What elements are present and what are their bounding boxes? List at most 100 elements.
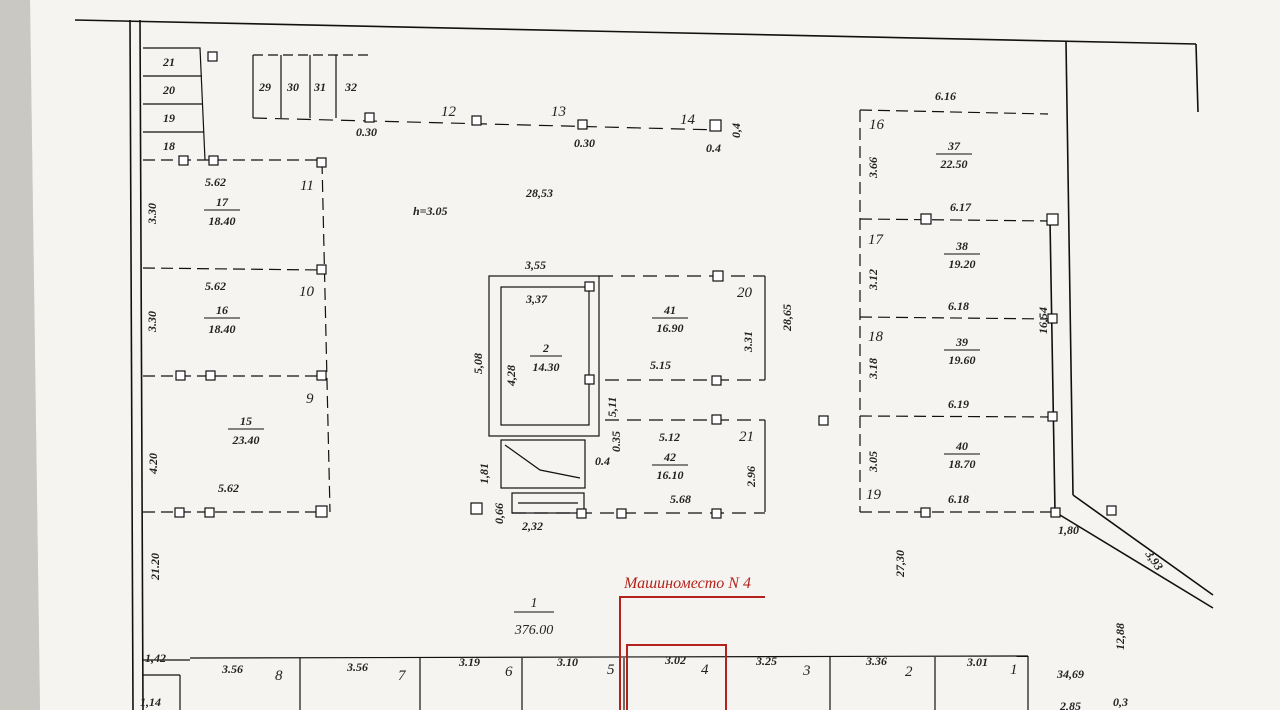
dimension: 6.18 <box>948 492 969 506</box>
parking-numbers: 8 7 6 5 4 3 2 1 <box>275 662 1018 684</box>
central-block <box>488 275 766 514</box>
room-41-area: 16.90 <box>657 321 684 335</box>
column-markers <box>174 51 1117 519</box>
dimension: 3.25 <box>755 654 777 668</box>
room-2-number: 2 <box>542 341 549 355</box>
room-37-number: 37 <box>947 139 961 153</box>
right-storage-rooms <box>859 109 1055 513</box>
dimension: 0,66 <box>492 503 506 524</box>
dimension: 34,69 <box>1056 667 1084 681</box>
dimension: 2,32 <box>521 519 543 533</box>
dimension: 12,88 <box>1113 623 1127 650</box>
dimension-labels: 5.62 5.62 5.62 3.30 3.30 4.20 21.20 0.30… <box>140 89 1166 710</box>
room-17-area: 18.40 <box>209 214 236 228</box>
room-38-area: 19.20 <box>949 257 976 271</box>
dimension: 27,30 <box>893 550 907 578</box>
dimension: 5,11 <box>605 397 619 417</box>
room-1-number: 1 <box>531 596 538 611</box>
room-39-number: 39 <box>955 335 968 349</box>
stall-18: 18 <box>163 139 175 153</box>
top-stalls <box>252 54 721 131</box>
left-storage-rooms <box>142 47 331 513</box>
highlighted-parking-spot <box>619 596 765 710</box>
axis-label-20: 20 <box>737 285 753 301</box>
room-16-area: 18.40 <box>209 322 236 336</box>
dimension: 1,42 <box>145 651 166 665</box>
dimension: 5,08 <box>471 353 485 374</box>
axis-label-14: 14 <box>680 112 696 128</box>
dimension: 5.12 <box>659 430 680 444</box>
outer-walls <box>74 19 1214 710</box>
dimension: 6.18 <box>948 299 969 313</box>
parking-caption: Машиноместо N 4 <box>623 575 751 592</box>
parking-row <box>143 655 1029 710</box>
parking-number-4: 4 <box>701 662 709 678</box>
room-15-area: 23.40 <box>232 433 260 447</box>
room-40-area: 18.70 <box>949 457 976 471</box>
stall-31: 31 <box>313 80 326 94</box>
dimension: 0.30 <box>356 125 377 139</box>
dimension: 3,37 <box>525 292 548 306</box>
dimension: 3.01 <box>966 655 988 669</box>
room-2-area: 14.30 <box>533 360 560 374</box>
axis-label-12: 12 <box>441 104 457 120</box>
axis-label-21: 21 <box>739 429 754 445</box>
room-38-number: 38 <box>955 239 968 253</box>
dimension: 3.36 <box>865 654 887 668</box>
axis-label-11: 11 <box>300 178 314 194</box>
dimension: 1,80 <box>1058 523 1079 537</box>
stall-30: 30 <box>286 80 299 94</box>
room-42-area: 16.10 <box>657 468 684 482</box>
dimension: 3,55 <box>524 258 546 272</box>
dimension: 3.05 <box>866 451 880 473</box>
dimension: 3.12 <box>866 269 880 291</box>
stall-21: 21 <box>162 55 175 69</box>
paper-sheet <box>30 0 1280 710</box>
dimension: 3.31 <box>741 331 755 353</box>
dimension: 3.56 <box>346 660 368 674</box>
room-40-number: 40 <box>955 439 968 453</box>
dimension: 5.62 <box>218 481 239 495</box>
dimension: 6.19 <box>948 397 969 411</box>
axis-label-16: 16 <box>869 117 885 133</box>
axis-label-17: 17 <box>868 232 885 248</box>
stall-numbers: 29 30 31 32 21 20 19 18 <box>162 55 357 153</box>
dimension: 0.35 <box>609 431 623 452</box>
axis-label-13: 13 <box>551 104 566 120</box>
room-15-number: 15 <box>240 414 252 428</box>
stall-32: 32 <box>344 80 357 94</box>
parking-number-8: 8 <box>275 668 283 684</box>
dimension: 3.56 <box>221 662 243 676</box>
room-37-area: 22.50 <box>940 157 968 171</box>
dimension: 6.16 <box>935 89 956 103</box>
room-41-number: 41 <box>663 303 676 317</box>
dimension: 4.20 <box>146 453 160 475</box>
parking-number-1: 1 <box>1010 662 1018 678</box>
height-note: h=3.05 <box>413 204 448 218</box>
dimension: 3.30 <box>145 203 159 225</box>
dimension: 2.96 <box>744 466 758 488</box>
axis-label-18: 18 <box>868 329 884 345</box>
dimension: 3.10 <box>556 655 578 669</box>
dimension: 5.15 <box>650 358 671 372</box>
room-17-number: 17 <box>216 195 229 209</box>
parking-number-3: 3 <box>802 663 811 679</box>
room-39-area: 19.60 <box>949 353 976 367</box>
dimension: 3.18 <box>866 358 880 380</box>
parking-number-6: 6 <box>505 664 513 680</box>
dimension: 28,65 <box>780 304 794 332</box>
dimension: 28,53 <box>525 186 553 200</box>
dimension: 5.62 <box>205 175 226 189</box>
dimension: 21.20 <box>148 553 162 581</box>
dimension: 0.30 <box>574 136 595 150</box>
dimension: 0.4 <box>706 141 721 155</box>
axis-label-9: 9 <box>306 391 314 407</box>
dimension: 6.17 <box>950 200 972 214</box>
dimension: 3.02 <box>664 653 686 667</box>
axis-label-19: 19 <box>866 487 882 503</box>
room-1-area: 376.00 <box>514 623 554 638</box>
dimension: 0.4 <box>595 454 610 468</box>
dimension: 3.66 <box>866 157 880 179</box>
stall-19: 19 <box>163 111 175 125</box>
